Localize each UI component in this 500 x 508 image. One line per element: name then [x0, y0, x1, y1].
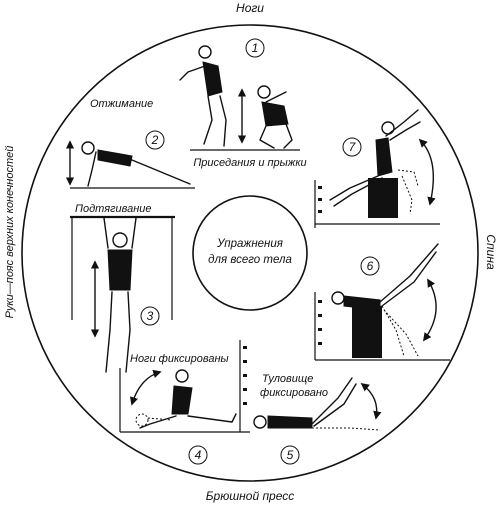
exercise-2-number: 2 [151, 133, 159, 147]
label-top: Ноги [236, 1, 264, 15]
exercise-2: Отжимание 2 [65, 98, 195, 189]
exercise-5-label-line2: фиксировано [260, 387, 328, 399]
exercise-6: 6 [314, 243, 450, 361]
center-circle [192, 195, 308, 311]
exercise-5: Туловище фиксировано 5 [253, 373, 382, 465]
exercise-3-number: 3 [147, 309, 154, 323]
exercise-2-label: Отжимание [90, 98, 153, 110]
exercise-1-number: 1 [252, 41, 259, 55]
exercise-4: Ноги фиксированы 4 [119, 340, 250, 465]
exercise-6-number: 6 [367, 259, 374, 273]
exercise-4-number: 4 [195, 448, 202, 462]
center-label-line2: для всего тела [208, 254, 292, 266]
exercise-7: 7 [314, 109, 440, 228]
figure-head-icon [198, 45, 212, 59]
exercise-3: Подтягивание 3 [70, 203, 175, 373]
label-right: Спина [484, 234, 498, 270]
label-left: Руки—пояс верхних конечностей [4, 146, 16, 319]
exercise-5-number: 5 [287, 448, 294, 462]
exercise-7-number: 7 [349, 140, 357, 154]
label-bottom: Брюшной пресс [206, 489, 295, 503]
center-label-line1: Упражнения [216, 238, 283, 250]
exercise-1-label: Приседания и прыжки [193, 157, 306, 169]
exercise-5-label-line1: Туловище [262, 373, 313, 385]
exercise-4-label: Ноги фиксированы [130, 353, 229, 365]
exercise-3-label: Подтягивание [75, 203, 152, 215]
outer-circle [21, 24, 479, 482]
exercise-1: 1 Приседания и прыжки [179, 38, 307, 169]
